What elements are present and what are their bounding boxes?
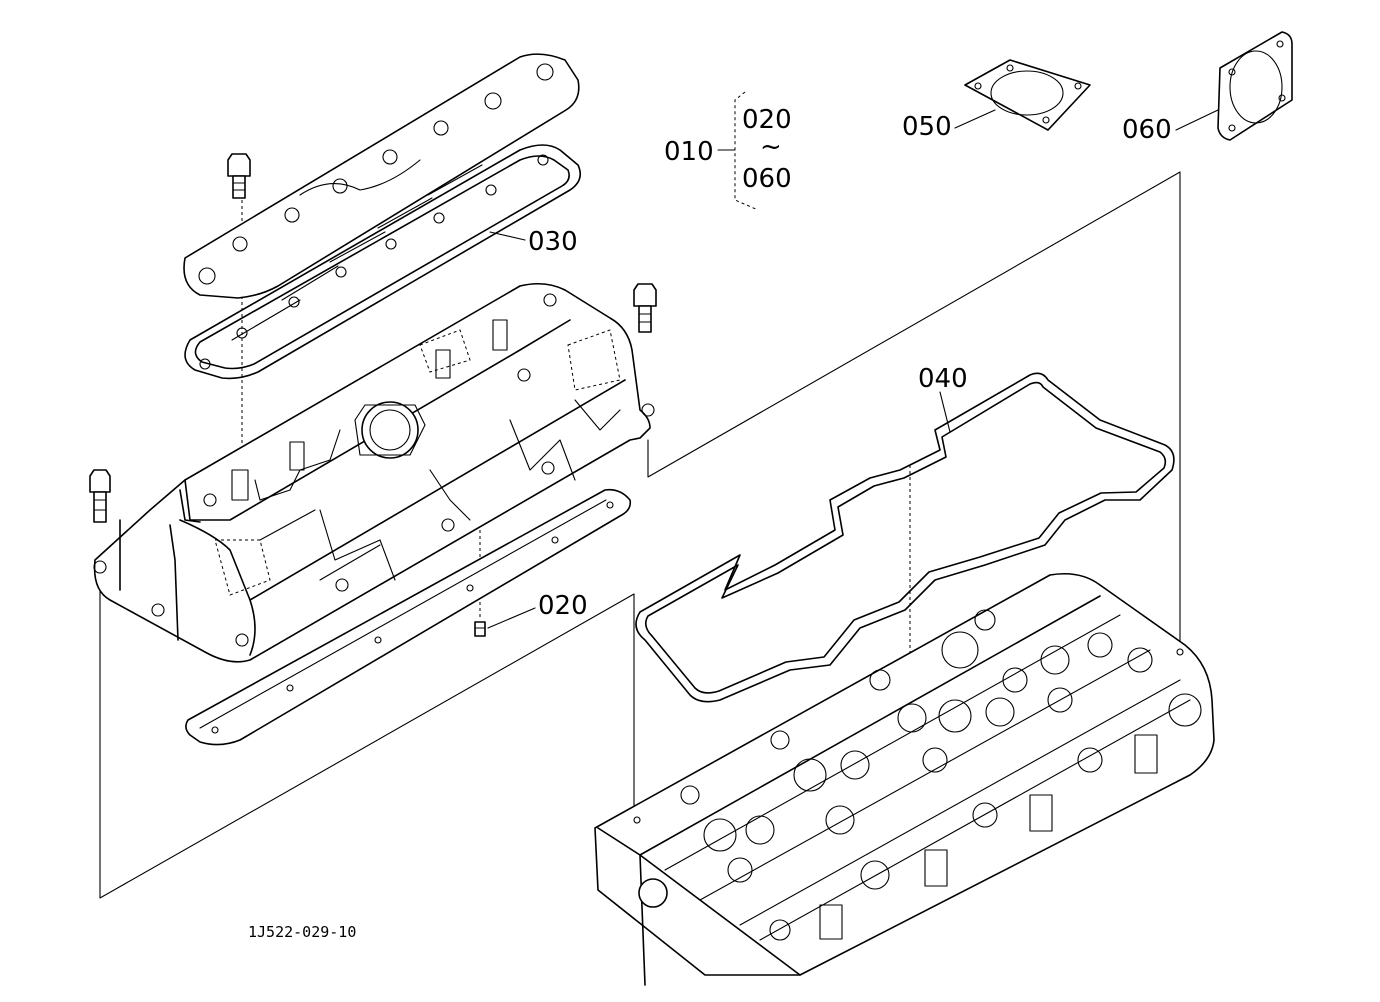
lower-gasket-plate xyxy=(185,488,632,746)
cylinder-head-cover xyxy=(93,282,655,663)
label-020-range: 020 xyxy=(742,105,792,135)
bolt-top-left xyxy=(227,153,251,199)
head-gasket-040 xyxy=(635,372,1175,703)
label-050: 050 xyxy=(902,112,952,142)
label-030: 030 xyxy=(528,227,578,257)
part-set-bracket xyxy=(717,91,759,211)
label-040: 040 xyxy=(918,364,968,394)
label-010: 010 xyxy=(664,137,714,167)
leader-lines xyxy=(487,109,1219,629)
label-020: 020 xyxy=(538,591,588,621)
gasket-050 xyxy=(964,59,1091,131)
label-range-separator: ~ xyxy=(760,132,782,162)
label-060: 060 xyxy=(1122,115,1172,145)
bolt-right xyxy=(633,283,657,333)
bolt-left xyxy=(89,469,111,523)
cover-gasket-030 xyxy=(184,144,581,380)
gasket-060 xyxy=(1217,31,1293,141)
top-cover-plate xyxy=(183,53,580,299)
bolt-small-020 xyxy=(474,621,486,637)
label-060-range: 060 xyxy=(742,164,792,194)
figure-code: 1J522-029-10 xyxy=(248,923,356,941)
cylinder-head xyxy=(594,572,1215,986)
